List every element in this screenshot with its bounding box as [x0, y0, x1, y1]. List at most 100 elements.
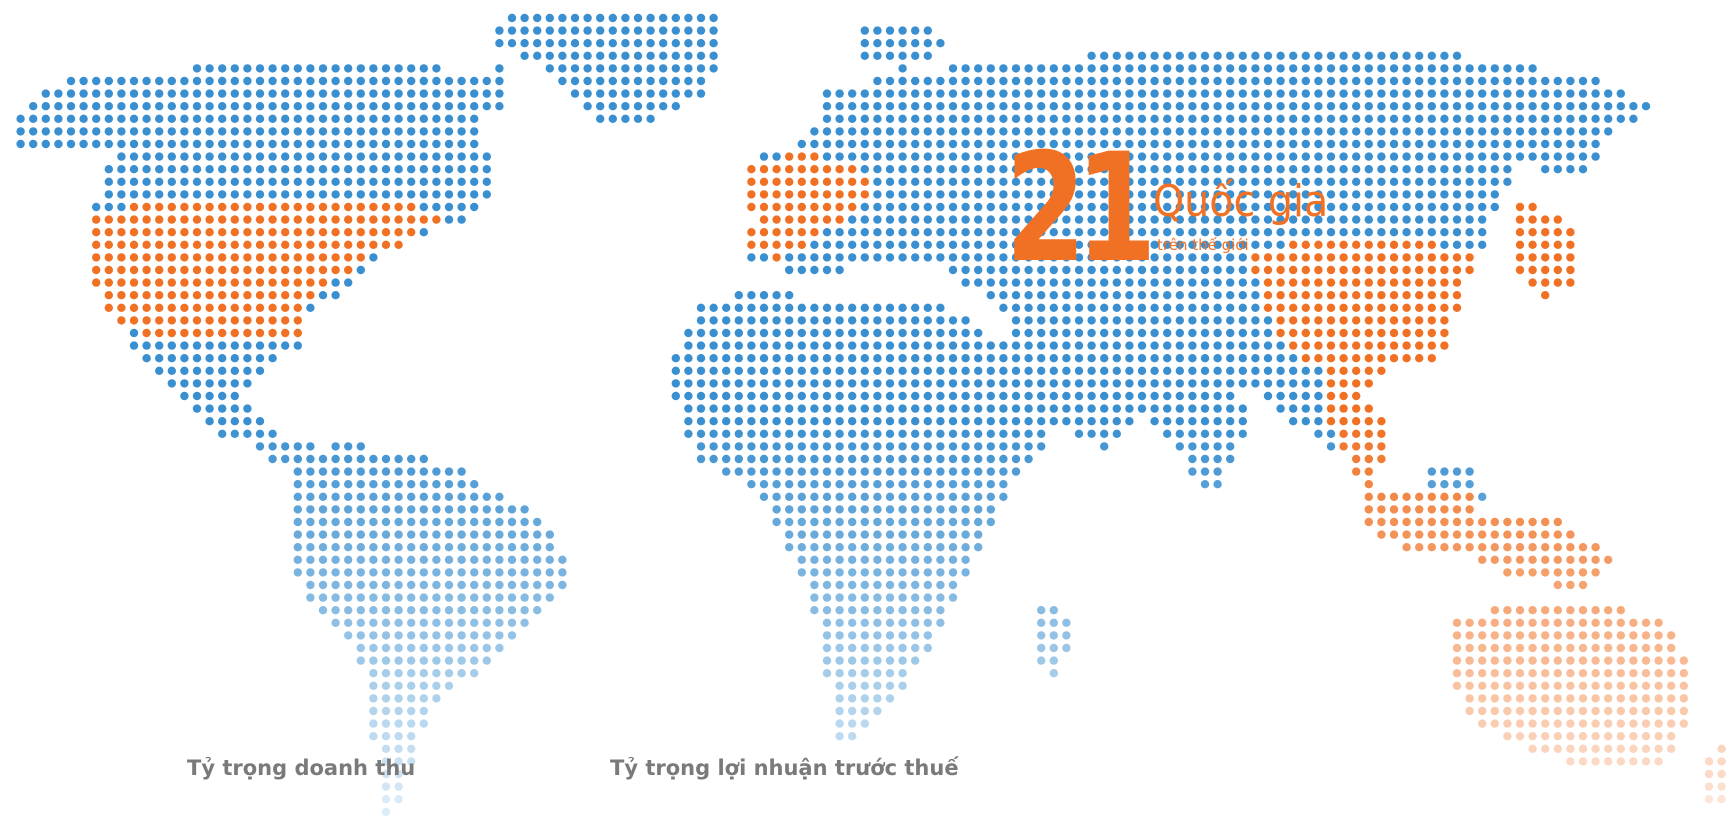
map-dot [961, 404, 970, 413]
map-dot [999, 492, 1008, 501]
map-dot [192, 354, 202, 363]
map-dot-highlight [1654, 744, 1663, 753]
map-dot [848, 492, 857, 501]
map-dot [318, 492, 328, 501]
map-dot-highlight [1503, 517, 1512, 527]
map-dot-highlight [255, 328, 265, 338]
map-dot [1024, 404, 1033, 413]
map-dot [797, 253, 806, 262]
map-dot [873, 643, 882, 653]
map-dot-highlight [1553, 618, 1563, 627]
map-dot [1163, 139, 1172, 149]
map-dot [671, 89, 680, 98]
map-dot [306, 530, 315, 539]
map-dot [230, 76, 239, 86]
map-dot [1578, 102, 1588, 111]
map-dot [1175, 442, 1185, 451]
map-dot [1440, 228, 1449, 237]
map-dot [810, 530, 819, 539]
map-dot [986, 442, 995, 451]
map-dot [999, 391, 1008, 401]
map-dot [822, 593, 832, 602]
map-dot [923, 404, 932, 413]
map-dot [1440, 240, 1449, 249]
map-dot [1515, 64, 1525, 73]
map-dot [936, 580, 945, 590]
map-dot [1163, 379, 1172, 388]
map-dot [835, 303, 844, 312]
map-dot-highlight [1452, 492, 1462, 501]
map-dot [155, 177, 164, 186]
map-dot [1175, 177, 1185, 186]
map-dot [419, 517, 428, 527]
map-dot [999, 152, 1008, 161]
map-dot-highlight [1452, 643, 1462, 653]
map-dot [281, 190, 290, 199]
map-dot-highlight [759, 202, 769, 212]
map-dot [1112, 64, 1122, 73]
map-dot-highlight [1641, 681, 1651, 690]
map-dot [1515, 152, 1525, 161]
map-dot [495, 89, 504, 98]
map-dot [1289, 190, 1298, 199]
map-dot [999, 429, 1008, 438]
map-dot [936, 316, 945, 325]
map-dot [495, 530, 504, 539]
map-dot-highlight [1301, 291, 1311, 300]
map-dot [1087, 265, 1096, 275]
map-dot [192, 139, 202, 149]
map-dot [961, 442, 970, 451]
map-dot [1011, 291, 1021, 300]
map-dot [659, 26, 668, 35]
map-dot [1175, 215, 1185, 224]
map-dot [344, 631, 353, 640]
map-dot [911, 543, 920, 552]
map-dot [369, 631, 378, 640]
map-dot [999, 354, 1008, 363]
map-dot [596, 64, 605, 73]
map-dot [255, 139, 265, 149]
map-dot [835, 568, 844, 577]
map-dot [785, 429, 794, 438]
map-dot-highlight [167, 316, 176, 325]
map-dot-highlight [797, 215, 806, 224]
map-dot [583, 89, 592, 98]
map-dot [167, 89, 176, 98]
map-dot [369, 139, 378, 149]
map-dot [911, 303, 920, 312]
map-dot [822, 303, 832, 312]
map-dot [243, 190, 252, 199]
map-dot [848, 480, 857, 489]
map-dot [230, 64, 239, 73]
map-dot [1503, 165, 1512, 174]
map-dot [255, 442, 265, 451]
map-dot [142, 139, 151, 149]
map-dot-highlight [1402, 291, 1411, 300]
map-dot [1503, 76, 1512, 86]
map-dot [885, 618, 895, 627]
map-dot-highlight [1452, 530, 1462, 539]
map-dot-highlight [1578, 757, 1588, 766]
map-dot-highlight [281, 202, 290, 212]
map-dot [558, 555, 567, 564]
map-dot [1011, 240, 1021, 249]
map-dot [873, 517, 882, 527]
map-dot [898, 530, 907, 539]
map-dot-highlight [255, 215, 265, 224]
map-dot-highlight [759, 240, 769, 249]
map-dot [772, 303, 781, 312]
map-dot-highlight [1377, 253, 1386, 262]
map-dot [1289, 177, 1298, 186]
map-dot-highlight [1553, 732, 1563, 741]
map-dot [999, 278, 1008, 287]
map-dot [709, 354, 718, 363]
map-dot [1062, 190, 1071, 199]
map-dot [1465, 480, 1474, 489]
map-dot [1389, 177, 1399, 186]
map-dot [1541, 89, 1550, 98]
map-dot [974, 417, 983, 426]
map-dot [255, 354, 265, 363]
map-dot [1226, 228, 1235, 237]
map-dot [1200, 240, 1210, 249]
map-dot-highlight [1415, 265, 1424, 275]
